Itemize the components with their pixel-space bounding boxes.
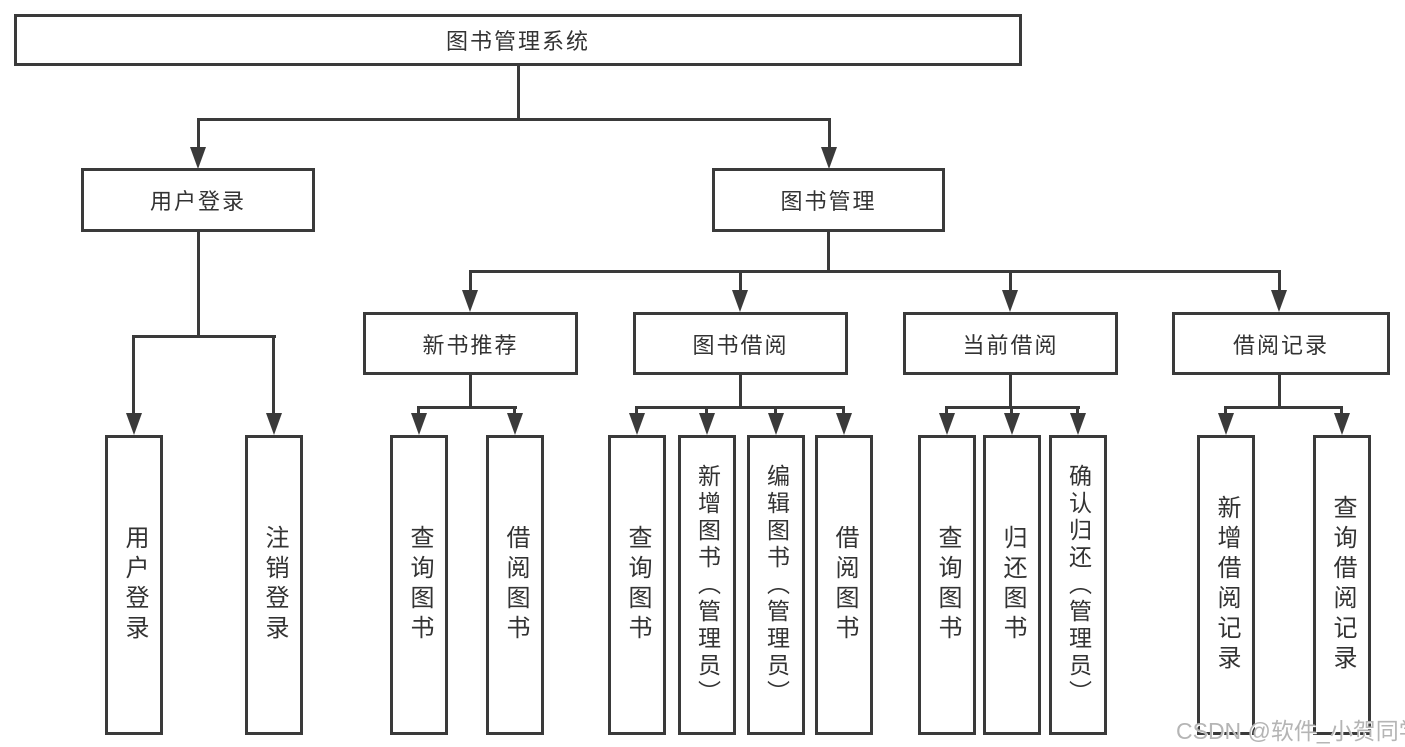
node-new-book-recommend-label: 新书推荐 (422, 332, 519, 358)
leaf-query-books-recommend-label: 查询图书 (406, 525, 433, 645)
leaf-query-books-borrow-label: 查询图书 (624, 525, 651, 645)
connector-vline (774, 406, 777, 413)
arrow-down-icon (1004, 413, 1020, 435)
connector-hline (1224, 406, 1343, 409)
connector-vline (1076, 406, 1079, 413)
arrow-down-icon (507, 413, 523, 435)
connector-vline (197, 232, 200, 335)
connector-vline (132, 335, 135, 413)
connector-vline (1340, 406, 1343, 413)
connector-hline (469, 270, 1281, 273)
connector-vline (827, 232, 830, 270)
connector-vline (828, 118, 831, 148)
leaf-query-books-recommend: 查询图书 (390, 435, 448, 735)
leaf-edit-book-admin: 编辑图书（管理员） (747, 435, 805, 735)
leaf-confirm-return-admin-label: 确认归还（管理员） (1065, 463, 1092, 707)
connector-vline (1224, 406, 1227, 413)
arrow-down-icon (939, 413, 955, 435)
arrow-down-icon (1002, 290, 1018, 312)
connector-vline (739, 270, 742, 290)
leaf-logout-label: 注销登录 (261, 525, 288, 645)
arrow-down-icon (1218, 413, 1234, 435)
leaf-borrow-books: 借阅图书 (815, 435, 873, 735)
leaf-user-login-label: 用户登录 (121, 525, 148, 645)
leaf-query-borrow-record: 查询借阅记录 (1313, 435, 1371, 735)
leaf-return-book-label: 归还图书 (999, 525, 1026, 645)
leaf-borrow-books-label: 借阅图书 (831, 525, 858, 645)
leaf-query-books-current: 查询图书 (918, 435, 976, 735)
connector-vline (945, 406, 948, 413)
node-borrow-records-label: 借阅记录 (1232, 332, 1329, 358)
connector-vline (705, 406, 708, 413)
node-user-login: 用户登录 (81, 168, 315, 232)
connector-vline (1278, 270, 1281, 290)
connector-vline (1010, 406, 1013, 413)
node-book-borrow-label: 图书借阅 (692, 332, 789, 358)
arrow-down-icon (411, 413, 427, 435)
arrow-down-icon (1334, 413, 1350, 435)
connector-hline (417, 406, 517, 409)
leaf-add-borrow-record: 新增借阅记录 (1197, 435, 1255, 735)
node-current-borrow-label: 当前借阅 (962, 332, 1059, 358)
connector-hline (197, 118, 831, 121)
arrow-down-icon (821, 147, 837, 169)
node-book-management-label: 图书管理 (780, 189, 877, 214)
leaf-borrow-books-recommend-label: 借阅图书 (502, 525, 529, 645)
connector-vline (513, 406, 516, 413)
connector-vline (197, 118, 200, 148)
connector-vline (842, 406, 845, 413)
arrow-down-icon (1271, 290, 1287, 312)
connector-hline (132, 335, 276, 338)
connector-vline (1009, 270, 1012, 290)
connector-vline (272, 335, 275, 413)
arrow-down-icon (126, 413, 142, 435)
arrow-down-icon (462, 290, 478, 312)
arrow-down-icon (1070, 413, 1086, 435)
leaf-user-login: 用户登录 (105, 435, 163, 735)
connector-vline (635, 406, 638, 413)
arrow-down-icon (768, 413, 784, 435)
leaf-query-borrow-record-label: 查询借阅记录 (1329, 495, 1356, 675)
connector-vline (469, 270, 472, 290)
leaf-query-books-current-label: 查询图书 (934, 525, 961, 645)
connector-vline (739, 375, 742, 406)
arrow-down-icon (836, 413, 852, 435)
node-book-management: 图书管理 (712, 168, 945, 232)
connector-vline (1278, 375, 1281, 406)
node-book-borrow: 图书借阅 (633, 312, 848, 375)
leaf-add-book-admin: 新增图书（管理员） (678, 435, 736, 735)
node-library-system: 图书管理系统 (14, 14, 1022, 66)
csdn-watermark: CSDN @软件_小贺同学 (1176, 718, 1405, 744)
node-borrow-records: 借阅记录 (1172, 312, 1390, 375)
arrow-down-icon (629, 413, 645, 435)
connector-hline (635, 406, 845, 409)
connector-vline (417, 406, 420, 413)
arrow-down-icon (266, 413, 282, 435)
leaf-confirm-return-admin: 确认归还（管理员） (1049, 435, 1107, 735)
leaf-add-borrow-record-label: 新增借阅记录 (1213, 495, 1240, 675)
leaf-borrow-books-recommend: 借阅图书 (486, 435, 544, 735)
connector-vline (517, 66, 520, 118)
leaf-return-book: 归还图书 (983, 435, 1041, 735)
node-user-login-label: 用户登录 (149, 189, 246, 214)
arrow-down-icon (699, 413, 715, 435)
leaf-edit-book-admin-label: 编辑图书（管理员） (763, 463, 790, 707)
leaf-logout: 注销登录 (245, 435, 303, 735)
node-library-system-label: 图书管理系统 (445, 29, 590, 54)
connector-vline (1009, 375, 1012, 406)
arrow-down-icon (732, 290, 748, 312)
node-current-borrow: 当前借阅 (903, 312, 1118, 375)
arrow-down-icon (190, 147, 206, 169)
leaf-query-books-borrow: 查询图书 (608, 435, 666, 735)
connector-vline (469, 375, 472, 406)
leaf-add-book-admin-label: 新增图书（管理员） (694, 463, 721, 707)
node-new-book-recommend: 新书推荐 (363, 312, 578, 375)
